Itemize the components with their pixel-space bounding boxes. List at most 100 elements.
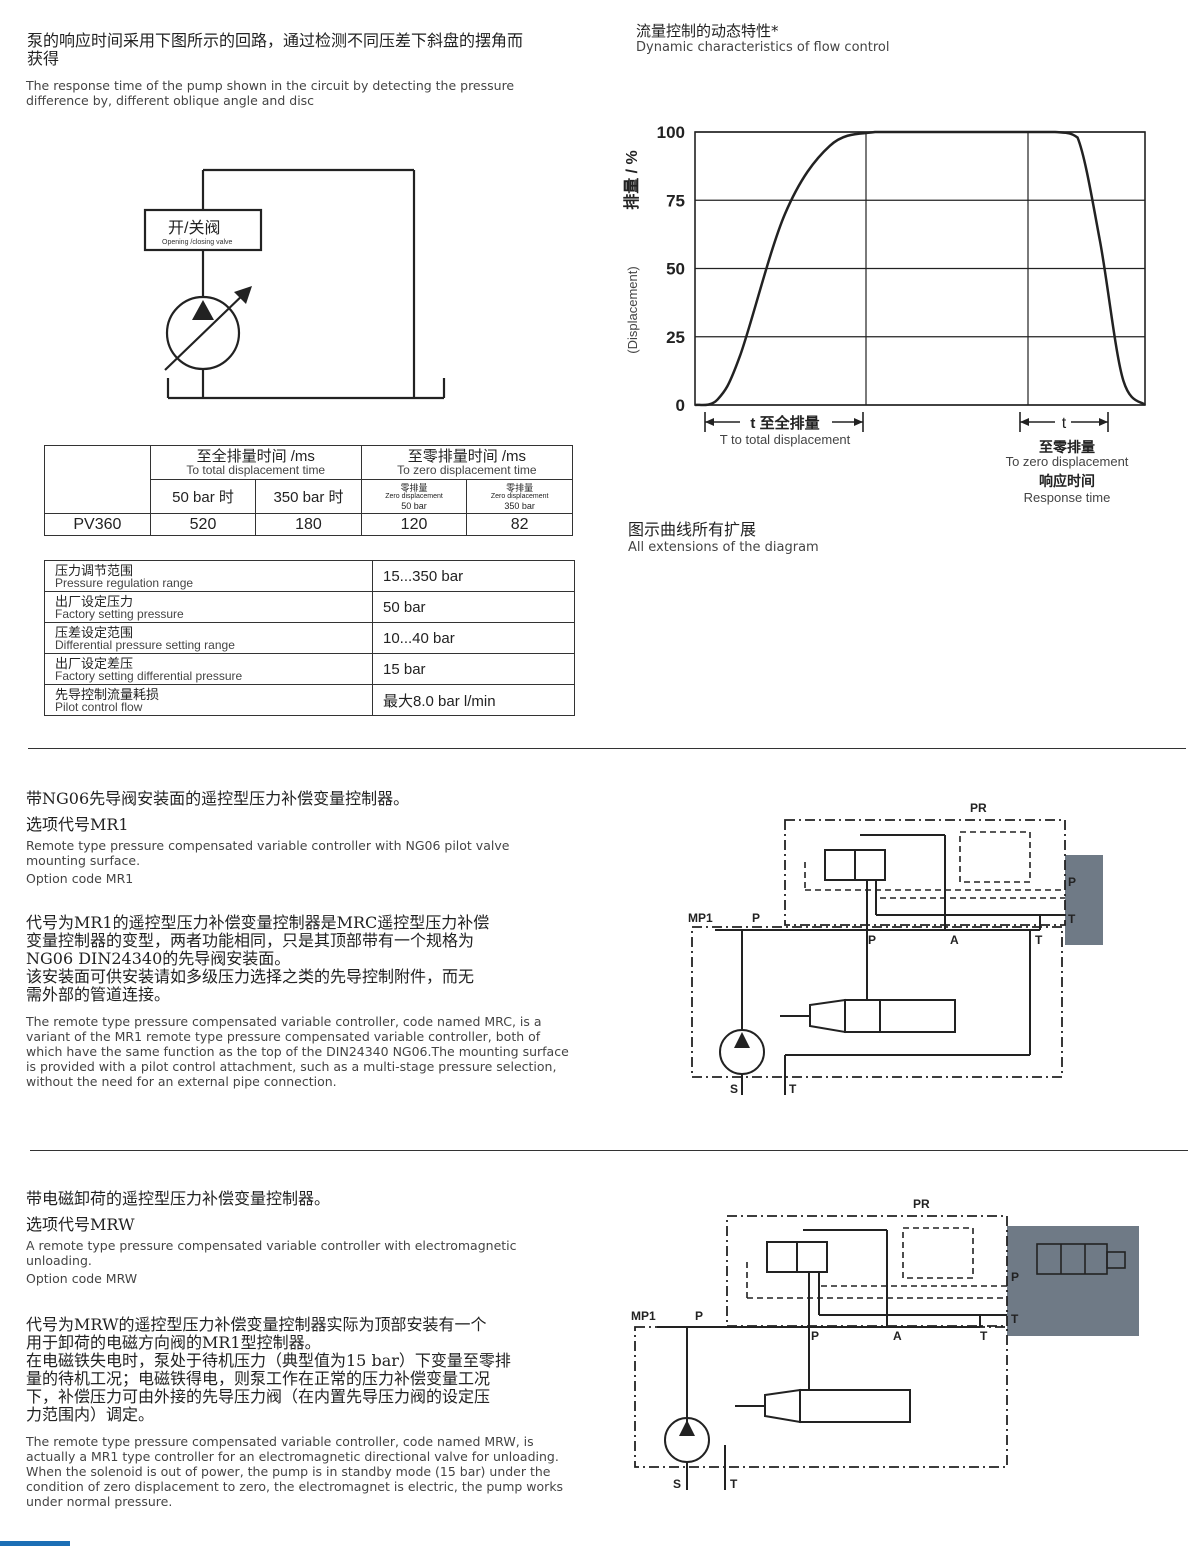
y-tick-label: 50: [666, 260, 685, 279]
body-line: 该安装面可供安装请如多级压力选择之类的先导控制附件，而无: [26, 967, 475, 986]
port-t-bottom: T: [789, 1082, 797, 1096]
body-line: 下，补偿压力可由外接的先导压力阀（在内置先导压力阀的设定压: [26, 1387, 491, 1406]
port-t: T: [1035, 933, 1043, 947]
section1-title-en: The response time of the pump shown in t…: [26, 78, 514, 108]
subheader-zero-50: 零排量 Zero displacement 50 bar: [360, 479, 468, 514]
spec-label-zh: 压力调节范围: [55, 562, 134, 578]
spec-label-zh: 先导控制流量耗损: [55, 686, 160, 702]
y-axis-label-en: (Displacement): [625, 266, 640, 353]
port-p-side: P: [1068, 875, 1076, 889]
body-line: When the solenoid is out of power, the p…: [26, 1464, 551, 1479]
y-tick-label: 0: [676, 396, 685, 415]
section3-text: 带电磁卸荷的遥控型压力补偿变量控制器。 选项代号MRW A remote typ…: [26, 1189, 606, 1510]
port-p: P: [752, 911, 760, 925]
y-tick-label: 75: [666, 191, 685, 210]
section1-title-en-line2: difference by, different oblique angle a…: [26, 93, 315, 108]
body-line: 用于卸荷的电磁方向阀的MR1型控制器。: [26, 1333, 321, 1352]
spec-label-en: Factory setting differential pressure: [55, 668, 243, 683]
chart-note-zh: 图示曲线所有扩展: [628, 520, 757, 539]
port-t: T: [980, 1329, 988, 1343]
chart-note: 图示曲线所有扩展 All extensions of the diagram: [628, 520, 819, 555]
body-line: which have the same function as the top …: [26, 1044, 569, 1059]
section2-title-en-line1: Remote type pressure compensated variabl…: [26, 838, 510, 853]
port-p-side: P: [1011, 1270, 1019, 1284]
port-t-bottom: T: [730, 1477, 738, 1491]
header-to-total: 至全排量时间 /ms To total displacement time: [149, 445, 362, 480]
section3-title-zh: 带电磁卸荷的遥控型压力补偿变量控制器。: [26, 1189, 331, 1208]
port-pr: PR: [970, 801, 987, 815]
displacement-curve: [694, 130, 1146, 407]
section2-title-zh: 带NG06先导阀安装面的遥控型压力补偿变量控制器。: [26, 789, 410, 808]
port-t-side: T: [1068, 912, 1076, 926]
body-line: 在电磁铁失电时，泵处于待机压力（典型值为15 bar）下变量至零排: [26, 1351, 511, 1370]
subheader-50bar: 50 bar 时: [149, 479, 257, 514]
section3-title-en-line1: A remote type pressure compensated varia…: [26, 1238, 517, 1253]
cell-value: 520: [149, 513, 257, 536]
body-line: The remote type pressure compensated var…: [26, 1014, 542, 1029]
spec-label-en: Factory setting pressure: [55, 606, 184, 621]
chart-title-en: Dynamic characteristics of flow control: [636, 40, 890, 55]
port-a: A: [893, 1329, 902, 1343]
subheader-zero-350: 零排量 Zero displacement 350 bar: [466, 479, 573, 514]
body-line: under normal pressure.: [26, 1494, 173, 1509]
section2-code-zh: 选项代号MR1: [26, 815, 129, 834]
valve-label-zh: 开/关阀: [168, 219, 220, 237]
spec-value: 15 bar: [372, 653, 575, 685]
port-mp1: MP1: [688, 911, 713, 925]
response-test-circuit: 开/关阀 Opening /closing valve: [143, 168, 446, 400]
body-line: 变量控制器的变型，两者功能相同，只是其顶部带有一个规格为: [26, 931, 475, 950]
pilot-valve-mounting-surface: [1065, 855, 1103, 945]
section1-title-en-line1: The response time of the pump shown in t…: [26, 78, 515, 93]
section1-title-zh: 泵的响应时间采用下图所示的回路，通过检测不同压差下斜盘的摆角而 获得: [27, 32, 523, 68]
chart-title: 流量控制的动态特性* Dynamic characteristics of fl…: [636, 22, 890, 56]
port-t-side: T: [1011, 1312, 1019, 1326]
mr1-circuit-diagram: PR MP1 P P A T P T S T: [688, 801, 1103, 1096]
chart-title-zh: 流量控制的动态特性*: [636, 22, 779, 40]
spec-value: 最大8.0 bar l/min: [372, 684, 575, 716]
to-zero-label-en: To zero displacement: [1006, 454, 1129, 469]
cell-value: 82: [466, 513, 573, 536]
body-line: 力范围内）调定。: [26, 1405, 155, 1424]
spec-label-zh: 出厂设定压力: [55, 593, 134, 609]
solenoid-valve-block: [1007, 1226, 1139, 1336]
mrw-circuit-diagram: PR MP1 P P A T P T S T: [631, 1197, 1139, 1491]
table-corner: [44, 445, 151, 514]
body-line: 代号为MRW的遥控型压力补偿变量控制器实际为顶部安装有一个: [26, 1315, 487, 1334]
body-line: is provided with a pilot control attachm…: [26, 1059, 557, 1074]
subheader-350bar: 350 bar 时: [255, 479, 362, 514]
port-p-inner: P: [811, 1329, 819, 1343]
port-p-inner: P: [868, 933, 876, 947]
spec-value: 10...40 bar: [372, 622, 575, 654]
section2-text: 带NG06先导阀安装面的遥控型压力补偿变量控制器。 选项代号MR1 Remote…: [26, 789, 606, 1090]
port-s: S: [673, 1477, 681, 1491]
body-line: without the need for an external pipe co…: [26, 1074, 337, 1089]
y-tick-label: 25: [666, 328, 685, 347]
body-line: 代号为MR1的遥控型压力补偿变量控制器是MRC遥控型压力补偿: [26, 913, 490, 932]
spec-value: 50 bar: [372, 591, 575, 623]
response-time-label-zh: 响应时间: [1039, 473, 1095, 489]
y-axis-label-zh: 排量 / %: [622, 150, 641, 210]
cell-value: 120: [360, 513, 468, 536]
port-a: A: [950, 933, 959, 947]
section1-title-zh-line1: 泵的响应时间采用下图所示的回路，通过检测不同压差下斜盘的摆角而: [27, 31, 524, 50]
t-left-label-en: T to total displacement: [720, 432, 851, 447]
chart-note-en: All extensions of the diagram: [628, 540, 819, 555]
spec-label-zh: 压差设定范围: [55, 624, 134, 640]
t-left-label-zh: t 至全排量: [750, 414, 819, 432]
body-line: condition of zero displacement to zero, …: [26, 1479, 564, 1494]
row-label: PV360: [44, 513, 151, 536]
port-p: P: [695, 1309, 703, 1323]
spec-value: 15...350 bar: [372, 560, 575, 592]
spec-label-en: Pilot control flow: [55, 699, 143, 714]
to-zero-label-zh: 至零排量: [1039, 439, 1095, 455]
